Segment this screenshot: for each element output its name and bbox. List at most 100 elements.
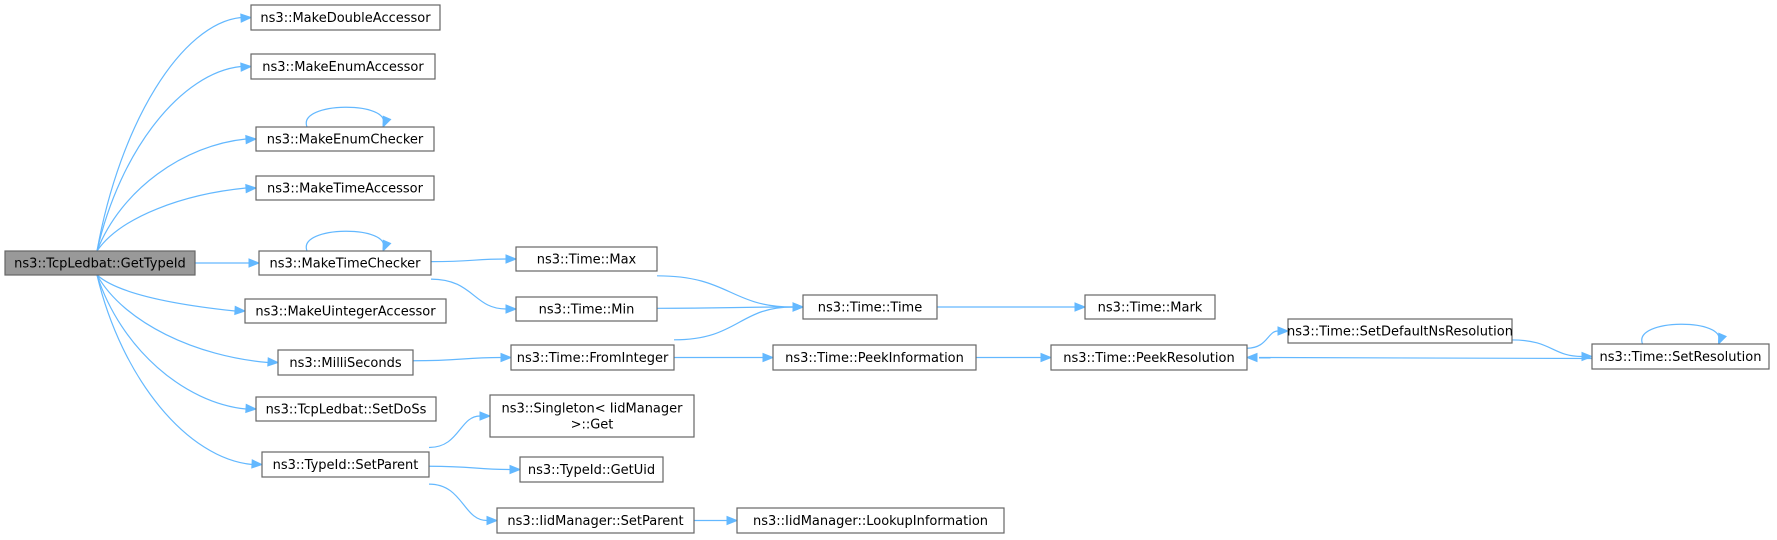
edge-line [96, 65, 242, 252]
edge-timeSetDefaultNsResolution-to-timeSetResolution [1511, 339, 1594, 362]
node-makeDoubleAccessor[interactable]: ns3::MakeDoubleAccessor [250, 4, 441, 31]
node-makeTimeChecker[interactable]: ns3::MakeTimeChecker [258, 250, 432, 276]
node-iidManagerSetParent[interactable]: ns3::IidManager::SetParent [496, 507, 695, 534]
node-label: ns3::MakeTimeAccessor [267, 182, 424, 197]
edge-getTypeId-to-setDoSs [96, 274, 258, 414]
node-timeMark[interactable]: ns3::Time::Mark [1084, 294, 1216, 320]
edge-line [96, 274, 269, 364]
node-box [802, 294, 938, 320]
node-timePeekInformation[interactable]: ns3::Time::PeekInformation [772, 344, 977, 371]
node-box [250, 4, 441, 31]
edge-typeIdSetParent-to-typeIdGetUid [428, 464, 522, 475]
node-timeMax[interactable]: ns3::Time::Max [515, 246, 658, 272]
node-box [489, 394, 695, 438]
node-iidManagerLookupInformation[interactable]: ns3::IidManager::LookupInformation [736, 507, 1005, 534]
node-box [1591, 343, 1770, 370]
node-typeIdGetUid[interactable]: ns3::TypeId::GetUid [519, 456, 664, 483]
node-singletonGet[interactable]: ns3::Singleton< IidManager>::Get [489, 394, 695, 438]
edge-line [305, 230, 385, 252]
node-box [277, 349, 414, 376]
node-box [515, 246, 658, 272]
edge-makeTimeChecker-to-makeTimeChecker [305, 230, 392, 253]
node-label: ns3::Singleton< IidManager [501, 402, 683, 417]
edge-arrowhead [479, 411, 492, 421]
edge-timeMax-to-timeTime [656, 275, 805, 312]
edge-getTypeId-to-milliSeconds [96, 274, 280, 367]
edge-arrowhead [234, 305, 247, 316]
edge-arrowhead [1074, 302, 1087, 312]
node-label: >::Get [571, 418, 614, 433]
edge-line [96, 274, 253, 466]
node-setDoSs[interactable]: ns3::TcpLedbat::SetDoSs [255, 396, 437, 422]
node-label: ns3::Time::PeekInformation [785, 351, 964, 366]
node-timeMin[interactable]: ns3::Time::Min [515, 296, 658, 322]
node-box [258, 250, 432, 276]
node-typeIdSetParent[interactable]: ns3::TypeId::SetParent [261, 451, 430, 478]
edge-timeSetResolution-to-timeSetResolution [1641, 323, 1727, 346]
node-makeEnumChecker[interactable]: ns3::MakeEnumChecker [255, 126, 435, 152]
edge-arrowhead [1277, 326, 1290, 336]
node-label: ns3::TcpLedbat::GetTypeId [14, 257, 186, 272]
edge-arrowhead [248, 258, 261, 268]
edge-arrowhead [1717, 332, 1727, 346]
node-label: ns3::TypeId::SetParent [273, 458, 419, 473]
edge-line [96, 187, 247, 252]
node-milliSeconds[interactable]: ns3::MilliSeconds [277, 349, 414, 376]
node-getTypeId[interactable]: ns3::TcpLedbat::GetTypeId [4, 250, 196, 276]
edge-milliSeconds-to-timeFromInteger [412, 352, 513, 363]
node-box [1084, 294, 1216, 320]
node-timeTime[interactable]: ns3::Time::Time [802, 294, 938, 320]
node-timePeekResolution[interactable]: ns3::Time::PeekResolution [1050, 344, 1248, 371]
node-label: ns3::IidManager::LookupInformation [753, 514, 988, 529]
node-box [1287, 318, 1513, 344]
edge-arrowhead [505, 304, 518, 314]
node-label: ns3::MilliSeconds [289, 356, 402, 371]
node-label: ns3::MakeDoubleAccessor [260, 11, 431, 26]
edge-line [428, 483, 488, 522]
node-timeSetResolution[interactable]: ns3::Time::SetResolution [1591, 343, 1770, 370]
node-box [515, 296, 658, 322]
edge-line [412, 356, 502, 362]
node-label: ns3::Time::PeekResolution [1063, 351, 1234, 366]
node-box [255, 126, 435, 152]
edge-line [96, 274, 236, 312]
edge-timePeekResolution-to-timeSetDefaultNsResolution [1246, 326, 1290, 349]
edge-timeFromInteger-to-timeTime [673, 302, 805, 341]
node-label: ns3::Time::FromInteger [517, 351, 669, 366]
edge-line [430, 278, 507, 310]
edge-arrowhead [762, 352, 775, 363]
node-label: ns3::Time::Mark [1098, 301, 1203, 316]
edge-typeIdSetParent-to-singletonGet [428, 411, 492, 449]
edges-layer [96, 13, 1727, 526]
node-box [244, 298, 447, 324]
node-box [255, 175, 435, 201]
edge-getTypeId-to-makeDoubleAccessor [96, 13, 253, 252]
node-label: ns3::Time::Min [539, 303, 635, 318]
node-label: ns3::TypeId::GetUid [528, 463, 655, 478]
node-label: ns3::TcpLedbat::SetDoSs [266, 403, 427, 418]
edge-arrowhead [1040, 352, 1053, 363]
node-timeFromInteger[interactable]: ns3::Time::FromInteger [510, 344, 675, 371]
edge-arrowhead [792, 302, 805, 312]
edge-arrowhead [505, 254, 518, 264]
node-makeUintegerAccessor[interactable]: ns3::MakeUintegerAccessor [244, 298, 447, 324]
edge-arrowhead [245, 183, 258, 194]
node-label: ns3::MakeTimeChecker [270, 257, 422, 272]
node-makeTimeAccessor[interactable]: ns3::MakeTimeAccessor [255, 175, 435, 201]
edge-arrowhead [486, 515, 499, 526]
edge-getTypeId-to-makeTimeAccessor [96, 183, 258, 252]
node-label: ns3::Time::Max [537, 253, 637, 268]
node-box [255, 396, 437, 422]
edge-makeTimeChecker-to-timeMin [430, 278, 518, 314]
edge-timePeekInformation-to-timePeekResolution [976, 352, 1053, 363]
node-timeSetDefaultNsResolution[interactable]: ns3::Time::SetDefaultNsResolution [1287, 318, 1513, 344]
node-makeEnumAccessor[interactable]: ns3::MakeEnumAccessor [250, 53, 436, 80]
node-box [736, 507, 1005, 534]
node-box [519, 456, 664, 483]
edge-line [1246, 330, 1279, 349]
edge-arrowhead [240, 62, 253, 72]
edge-makeEnumChecker-to-makeEnumChecker [305, 106, 392, 129]
edge-arrowhead [267, 357, 280, 367]
node-label: ns3::Time::SetResolution [1600, 350, 1762, 365]
